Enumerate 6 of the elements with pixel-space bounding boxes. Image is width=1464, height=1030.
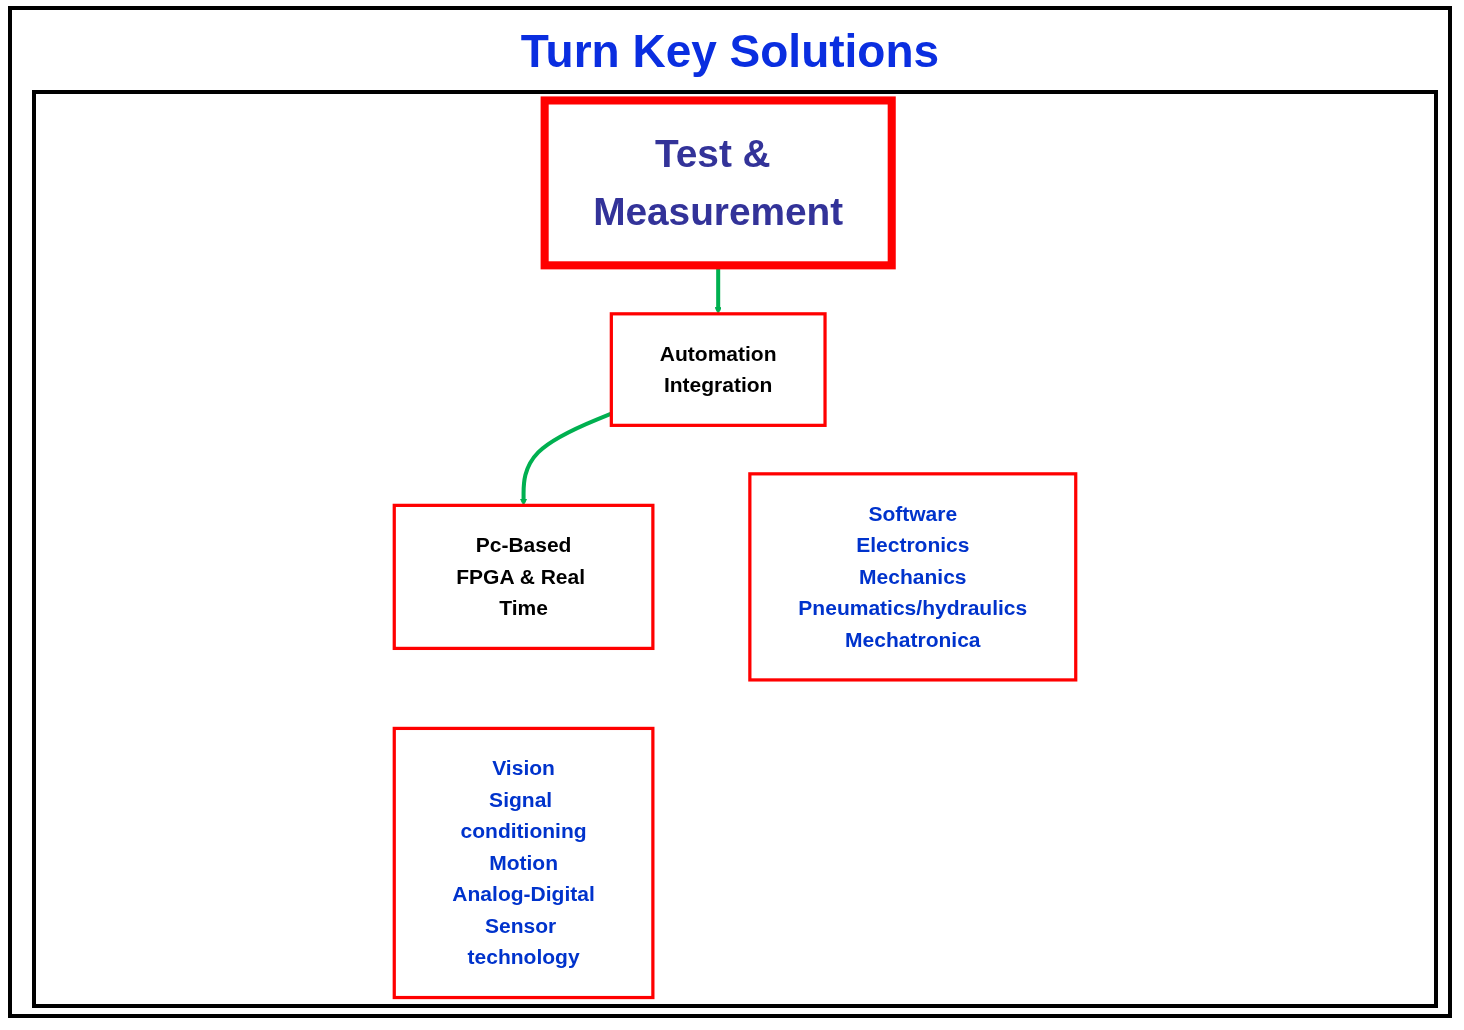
node-box: Vision Signal conditioning Motion Analog-Digital Sensor technology — [392, 726, 655, 1000]
node-box: Pc-Based FPGA & Real Time — [392, 503, 655, 650]
node-box: Software Electronics Mechanics Pneumatics/hydraulics Mechatronica — [748, 472, 1078, 682]
title: Turn Key Solutions — [519, 24, 941, 79]
node-box: Automation Integration — [609, 312, 827, 427]
node-box: Test & Measurement — [540, 96, 896, 270]
